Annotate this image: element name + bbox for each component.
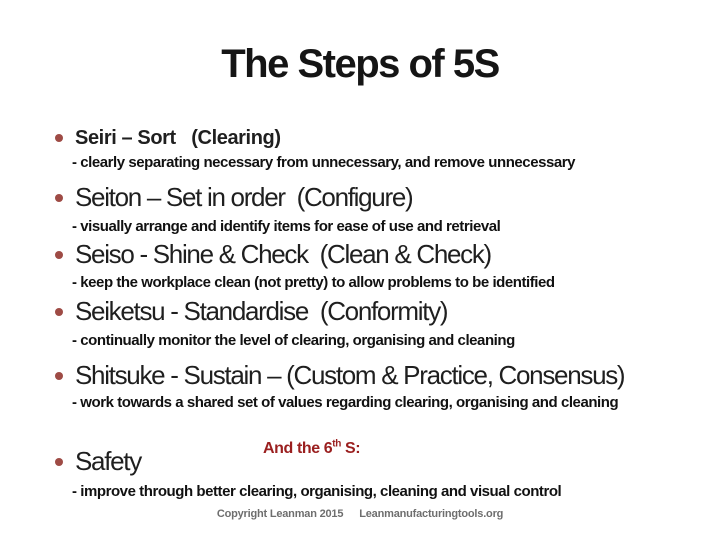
item-detail: - keep the workplace clean (not pretty) …	[72, 274, 555, 291]
list-item-seiso: Seiso - Shine & Check (Clean & Check) - …	[55, 239, 710, 293]
sixth-s-suffix: S:	[340, 440, 361, 457]
footer-site-url: Leanmanufacturingtools.org	[359, 508, 504, 520]
list-item-seiton: Seiton – Set in order (Configure) - visu…	[55, 182, 710, 237]
item-detail: - continually monitor the level of clear…	[72, 332, 515, 349]
item-detail: - clearly separating necessary from unne…	[72, 154, 576, 171]
sixth-s-superscript: th	[332, 438, 341, 450]
item-heading: Shitsuke - Sustain – (Custom & Practice,…	[75, 360, 626, 390]
item-detail: - visually arrange and identify items fo…	[72, 218, 501, 235]
item-heading: Safety	[75, 446, 142, 476]
bullet-marker	[55, 134, 63, 142]
item-heading: Seiri – Sort (Clearing)	[75, 127, 281, 149]
bullet-marker	[55, 372, 63, 380]
list-item-seiri: Seiri – Sort (Clearing) - clearly separa…	[55, 125, 710, 173]
bullet-marker	[55, 308, 63, 316]
list-item-safety: Safety - improve through better clearing…	[55, 446, 710, 502]
page-title: The Steps of 5S	[221, 42, 500, 86]
bullet-marker	[55, 251, 63, 259]
footer-copyright: Copyright Leanman 2015	[216, 508, 344, 520]
bullet-marker	[55, 194, 63, 202]
footer: Copyright Leanman 2015 Leanmanufacturingt…	[0, 507, 720, 521]
item-heading: Seiton – Set in order (Configure)	[75, 182, 414, 212]
sixth-s-prefix: And the 6	[263, 440, 333, 457]
sixth-s-label: And the 6th S:	[263, 438, 361, 459]
item-heading: Seiketsu - Standardise (Conformity)	[75, 296, 449, 326]
list-item-shitsuke: Shitsuke - Sustain – (Custom & Practice,…	[55, 360, 710, 413]
item-heading: Seiso - Shine & Check (Clean & Check)	[75, 239, 492, 269]
bullet-marker	[55, 458, 63, 466]
item-detail: - improve through better clearing, organ…	[72, 483, 562, 500]
item-detail: - work towards a shared set of values re…	[72, 394, 619, 411]
list-item-seiketsu: Seiketsu - Standardise (Conformity) - co…	[55, 296, 710, 351]
